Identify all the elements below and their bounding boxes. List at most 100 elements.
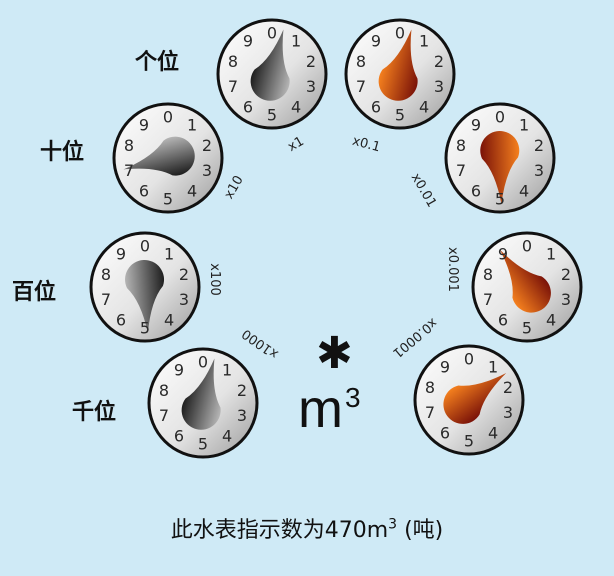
dial-digit: 4 — [546, 311, 556, 330]
dial-digit: 9 — [440, 357, 450, 376]
dial-digit: 4 — [419, 98, 429, 117]
position-label-hundreds: 百位 — [12, 280, 57, 305]
dial-pointer — [499, 249, 551, 313]
dial-digit: 3 — [306, 77, 316, 96]
dial-pointer — [480, 131, 520, 204]
dial-pointer — [123, 136, 195, 176]
dial-digit: 8 — [425, 378, 435, 397]
dial-digit: 6 — [116, 311, 126, 330]
dial-digit: 6 — [440, 424, 450, 443]
dial-digit: 0 — [495, 108, 505, 127]
dial-digit: 4 — [164, 311, 174, 330]
dial-digit: 2 — [561, 265, 571, 284]
dial-digit: 1 — [519, 115, 529, 134]
dial-digit: 7 — [483, 290, 493, 309]
dial-digit: 5 — [395, 106, 405, 125]
dial-digit: 0 — [464, 350, 474, 369]
dial-digit: 1 — [222, 360, 232, 379]
dial-digit: 3 — [534, 161, 544, 180]
dial-digit: 2 — [202, 136, 212, 155]
dial-digit: 0 — [163, 108, 173, 127]
dial-digit: 2 — [237, 381, 247, 400]
dial-digit: 9 — [471, 115, 481, 134]
dial-digit: 5 — [495, 190, 505, 209]
dial-digit: 3 — [237, 406, 247, 425]
dial-digit: 9 — [139, 115, 149, 134]
dial-digit: 8 — [101, 265, 111, 284]
dial-digit: 8 — [124, 136, 134, 155]
dial-digit: 6 — [371, 98, 381, 117]
dial-digit: 2 — [503, 378, 513, 397]
dial-digit: 9 — [498, 244, 508, 263]
dial-digit: 3 — [561, 290, 571, 309]
dial-pointer — [378, 29, 418, 101]
dial-pointer — [125, 260, 165, 333]
dial-digit: 0 — [267, 24, 277, 43]
unit-base: m — [298, 379, 343, 439]
dial-digit: 5 — [163, 190, 173, 209]
multiplier-hundreds: x100 — [206, 263, 222, 296]
unit-label: m3 — [298, 382, 361, 436]
dial-digit: 1 — [419, 31, 429, 50]
dial-digit: 5 — [198, 435, 208, 454]
dial-digit: 3 — [179, 290, 189, 309]
dial-digit: 7 — [101, 290, 111, 309]
dial-digit: 9 — [371, 31, 381, 50]
dial-digit: 4 — [222, 427, 232, 446]
caption-suffix: (吨) — [397, 518, 444, 543]
dial-digit: 4 — [519, 182, 529, 201]
dial-digit: 6 — [174, 427, 184, 446]
dial-digit: 1 — [164, 244, 174, 263]
dial-digit: 1 — [187, 115, 197, 134]
unit-exponent: 3 — [344, 382, 361, 413]
caption-sup: 3 — [388, 516, 398, 533]
dial-digit: 3 — [434, 77, 444, 96]
dial-digit: 9 — [116, 244, 126, 263]
dial-digit: 6 — [139, 182, 149, 201]
dial-digit: 1 — [291, 31, 301, 50]
position-label-thousands: 千位 — [72, 400, 117, 425]
dial-digit: 8 — [228, 52, 238, 71]
caption: 此水表指示数为470m3 (吨) — [0, 512, 614, 544]
dial-digit: 3 — [503, 403, 513, 422]
dial-digit: 7 — [228, 77, 238, 96]
dial-digit: 4 — [187, 182, 197, 201]
dial-digit: 4 — [488, 424, 498, 443]
dial-digit: 7 — [124, 161, 134, 180]
dial-digit: 0 — [198, 353, 208, 372]
asterisk-icon: ✱ — [316, 328, 353, 379]
dial-digit: 8 — [159, 381, 169, 400]
dial-pointer — [250, 29, 290, 101]
multiplier-thousandths: x0.001 — [444, 247, 460, 292]
dial-digit: 2 — [434, 52, 444, 71]
dial-digit: 6 — [498, 311, 508, 330]
position-label-tens: 十位 — [40, 140, 85, 165]
dial-digit: 4 — [291, 98, 301, 117]
dial-digit: 8 — [456, 136, 466, 155]
dial-digit: 7 — [356, 77, 366, 96]
dial-digit: 5 — [464, 432, 474, 451]
dial-digit: 7 — [159, 406, 169, 425]
dial-digit: 5 — [267, 106, 277, 125]
dial-digit: 3 — [202, 161, 212, 180]
dial-digit: 5 — [140, 319, 150, 338]
dial-digit: 6 — [471, 182, 481, 201]
dial-digit: 2 — [179, 265, 189, 284]
dial-digit: 9 — [174, 360, 184, 379]
dial-pointer — [181, 358, 221, 430]
dial-digit: 6 — [243, 98, 253, 117]
position-label-ones: 个位 — [135, 50, 180, 75]
dial-digit: 0 — [140, 237, 150, 256]
dial-digit: 0 — [522, 237, 532, 256]
dial-digit: 5 — [522, 319, 532, 338]
dial-digit: 8 — [483, 265, 493, 284]
dial-digit: 2 — [306, 52, 316, 71]
